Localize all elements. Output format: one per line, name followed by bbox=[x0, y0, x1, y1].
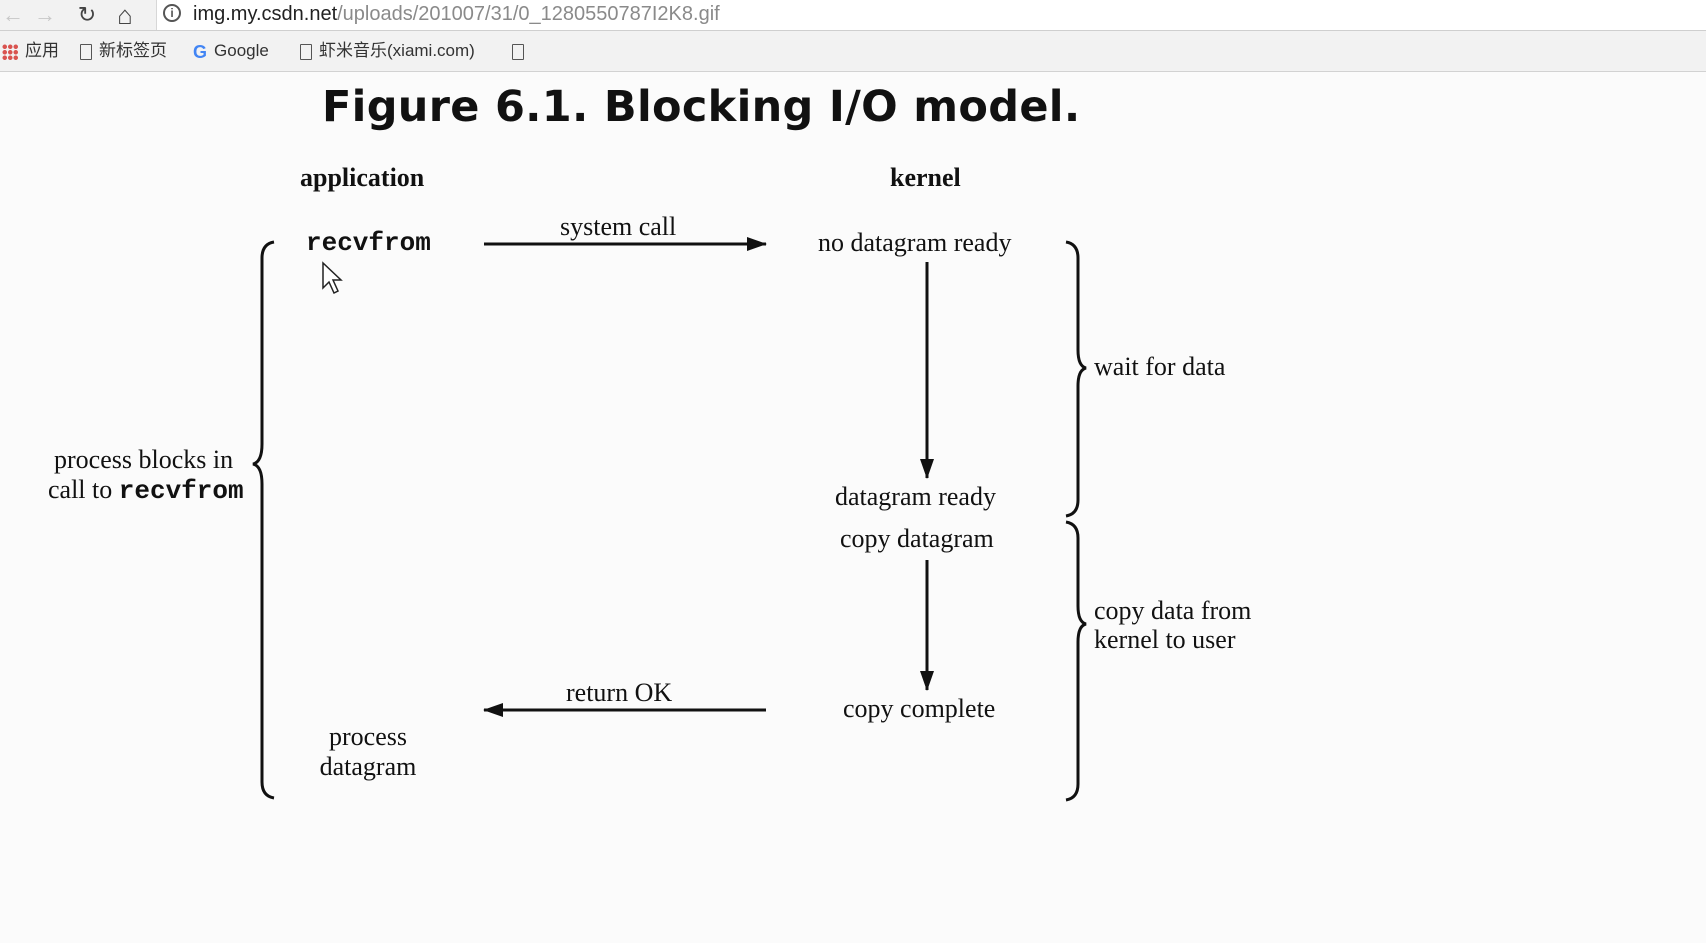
copy-data-line2: kernel to user bbox=[1094, 625, 1236, 654]
bookmark-label: 应用 bbox=[25, 41, 59, 60]
forward-button[interactable]: → bbox=[32, 2, 58, 28]
page-icon bbox=[512, 43, 524, 60]
wait-for-data-label: wait for data bbox=[1094, 352, 1226, 381]
process-blocks-code: recvfrom bbox=[118, 476, 244, 506]
page-icon bbox=[80, 43, 92, 60]
bookmark-google[interactable]: G Google bbox=[193, 40, 269, 63]
diagram-lines bbox=[252, 237, 1087, 802]
mouse-cursor-icon bbox=[322, 261, 343, 295]
return-ok-label: return OK bbox=[566, 678, 673, 707]
system-call-label: system call bbox=[560, 212, 677, 241]
bookmark-label: 新标签页 bbox=[99, 41, 167, 60]
home-button[interactable]: ⌂ bbox=[112, 2, 138, 28]
process-blocks-line2: call to recvfrom bbox=[48, 475, 244, 506]
bookmark-xiami[interactable]: 虾米音乐(xiami.com) bbox=[300, 40, 475, 62]
google-icon: G bbox=[193, 41, 208, 62]
browser-toolbar: ← → ↻ ⌂ i img.my.csdn.net/uploads/201007… bbox=[0, 0, 1706, 31]
reload-icon: ↻ bbox=[77, 2, 97, 27]
home-icon: ⌂ bbox=[117, 0, 133, 30]
wait-brace bbox=[1065, 240, 1087, 518]
datagram-label: datagram bbox=[319, 752, 417, 781]
figure-title: Figure 6.1. Blocking I/O model. bbox=[322, 82, 1081, 132]
bookmark-new-tab[interactable]: 新标签页 bbox=[80, 40, 167, 62]
back-arrow-icon: ← bbox=[2, 2, 24, 27]
process-blocks-prefix: call to bbox=[48, 475, 119, 504]
figure-image: Figure 6.1. Blocking I/O model. applicat… bbox=[0, 72, 1706, 943]
bookmark-label: 虾米音乐(xiami.com) bbox=[319, 41, 475, 60]
bookmark-untitled[interactable] bbox=[512, 40, 531, 62]
recvfrom-label: recvfrom bbox=[306, 228, 431, 258]
bookmarks-bar: 应用 新标签页 G Google 虾米音乐(xiami.com) bbox=[0, 31, 1706, 72]
datagram-ready-label: datagram ready bbox=[835, 482, 996, 511]
url-host: img.my.csdn.net bbox=[193, 3, 338, 25]
copy-complete-label: copy complete bbox=[843, 694, 996, 723]
application-header: application bbox=[300, 163, 425, 192]
reload-button[interactable]: ↻ bbox=[74, 2, 100, 28]
forward-arrow-icon: → bbox=[34, 2, 56, 27]
no-datagram-ready-label: no datagram ready bbox=[818, 228, 1012, 257]
left-brace bbox=[252, 240, 275, 800]
back-button[interactable]: ← bbox=[0, 2, 26, 28]
copy-data-line1: copy data from bbox=[1094, 596, 1252, 625]
url-text[interactable]: img.my.csdn.net/uploads/201007/31/0_1280… bbox=[193, 3, 720, 26]
process-label: process bbox=[329, 722, 407, 751]
process-blocks-line1: process blocks in bbox=[54, 445, 234, 474]
copy-datagram-label: copy datagram bbox=[840, 524, 994, 553]
info-icon[interactable]: i bbox=[163, 4, 181, 22]
bookmark-apps[interactable]: 应用 bbox=[2, 40, 59, 62]
copy-brace bbox=[1065, 520, 1087, 802]
kernel-header: kernel bbox=[890, 163, 961, 192]
apps-grid-icon bbox=[2, 43, 18, 60]
url-path: /uploads/201007/31/0_1280550787I2K8.gif bbox=[337, 3, 720, 25]
address-bar[interactable]: i img.my.csdn.net/uploads/201007/31/0_12… bbox=[156, 0, 1706, 30]
bookmark-label: Google bbox=[214, 41, 269, 60]
page-icon bbox=[300, 43, 312, 60]
